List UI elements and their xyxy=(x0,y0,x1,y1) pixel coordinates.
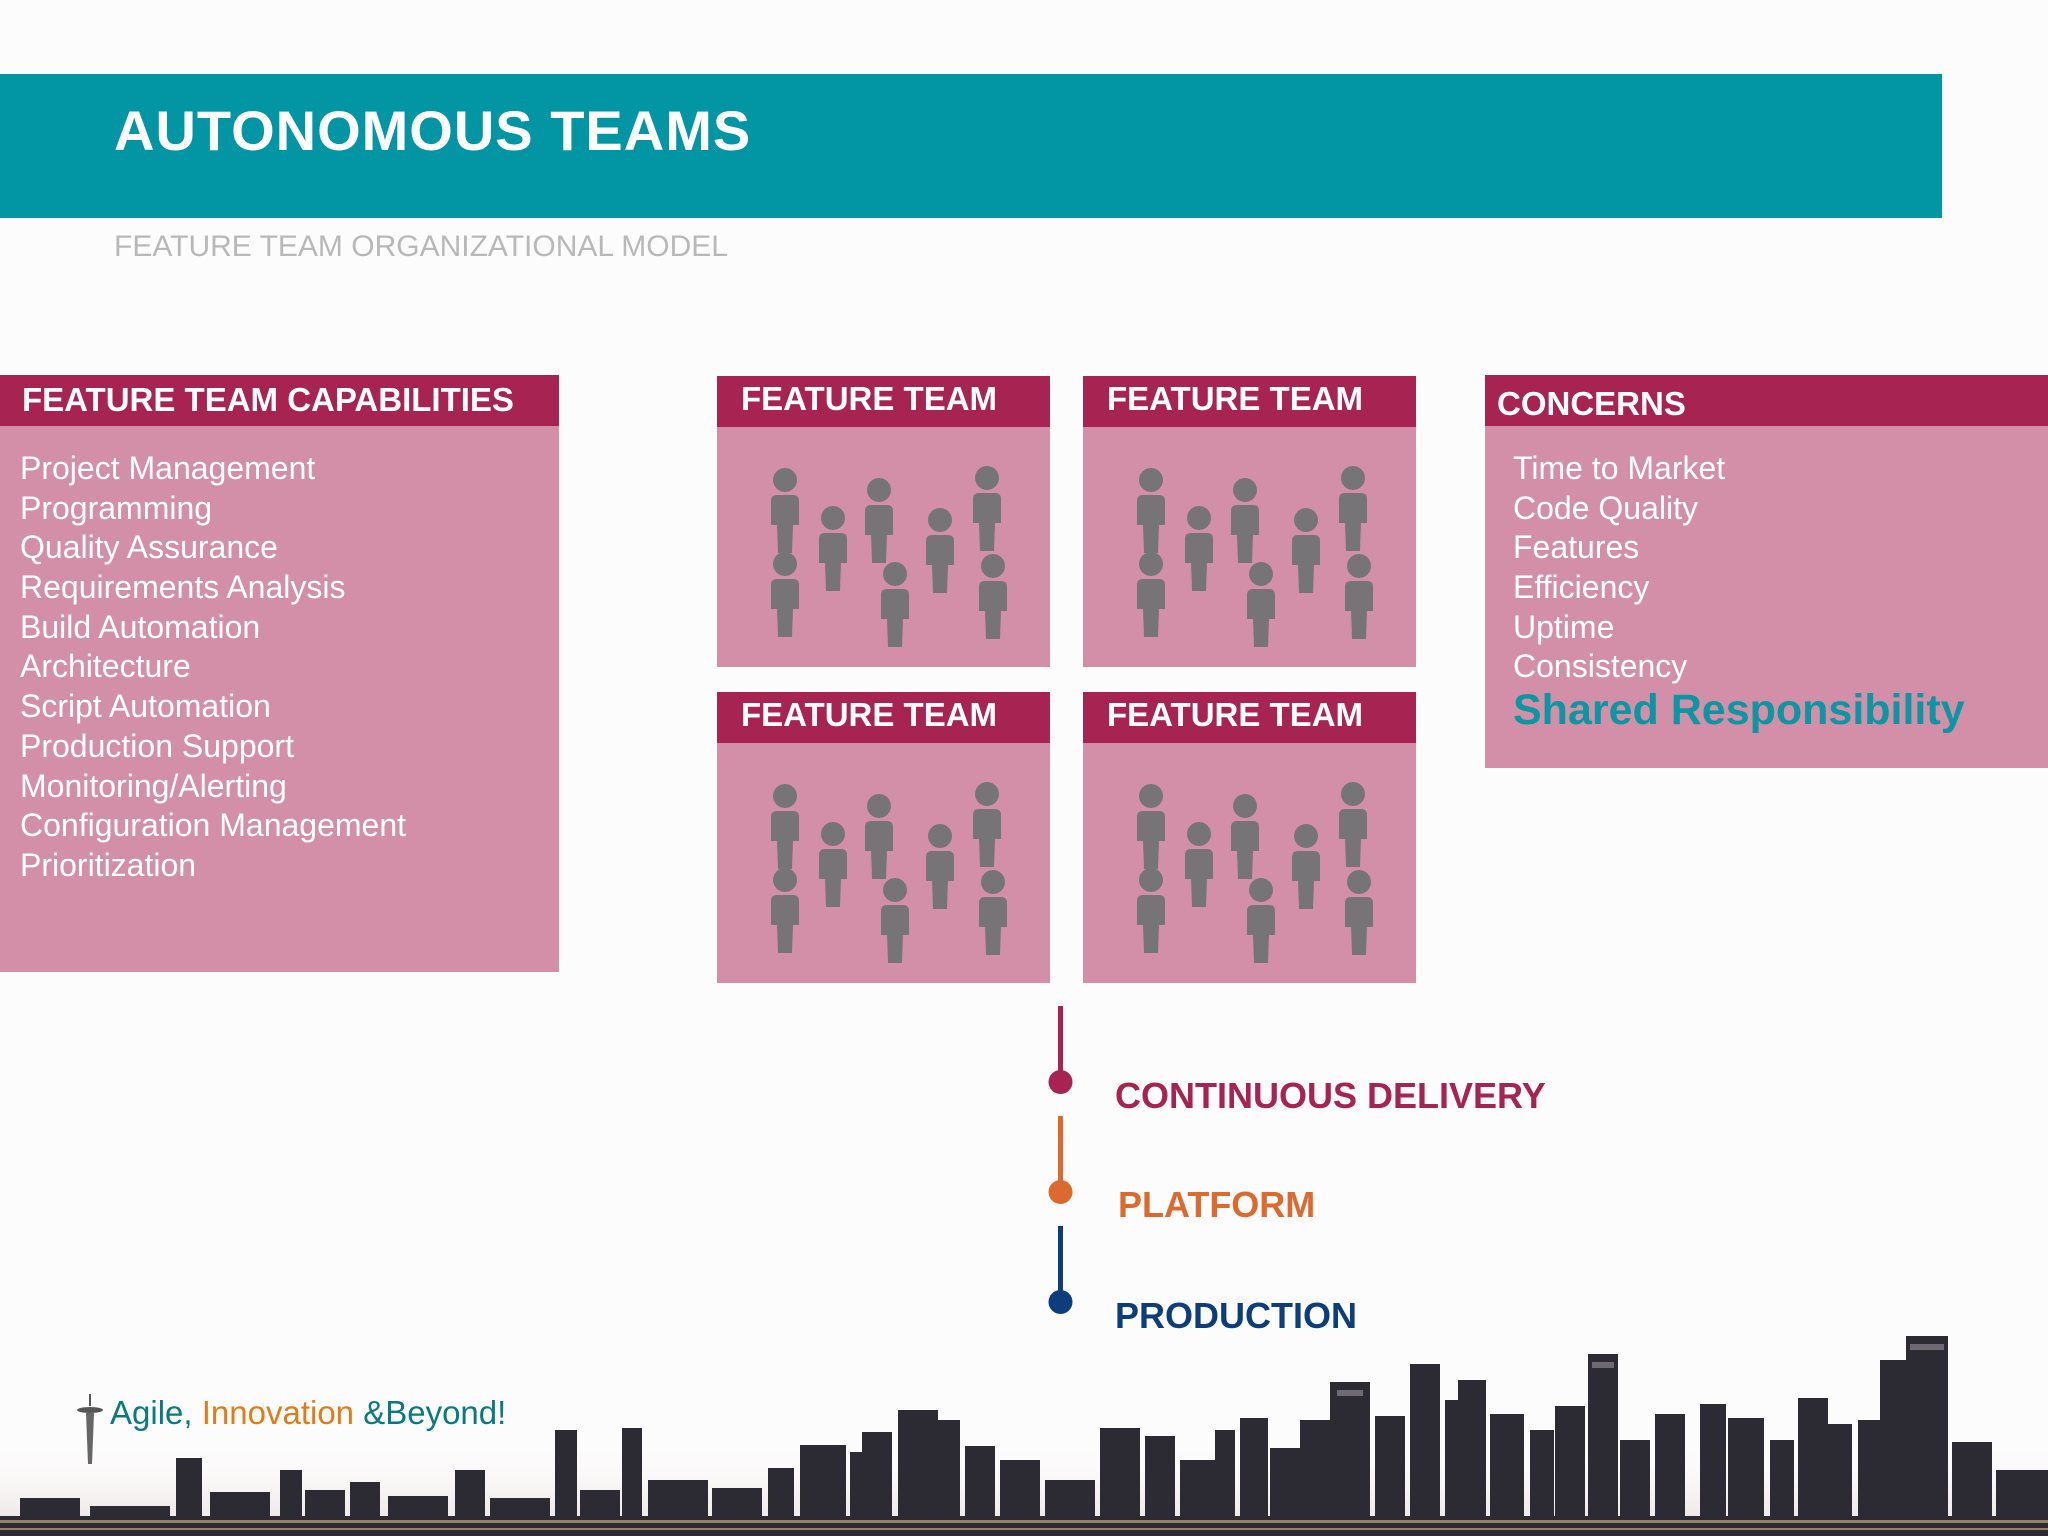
feature-team-header: FEATURE TEAM xyxy=(717,692,1050,743)
person-icon xyxy=(1345,554,1373,639)
pipeline-connector xyxy=(1048,1006,1073,1314)
feature-team-label: FEATURE TEAM xyxy=(741,380,998,417)
people-group-icon xyxy=(771,466,1007,647)
person-icon xyxy=(771,468,799,553)
concerns-heading: CONCERNS xyxy=(1497,385,1686,422)
concern-item: Consistency xyxy=(1513,648,1688,685)
pipeline-dot-delivery xyxy=(1048,1070,1073,1094)
tagline-ampersand: & xyxy=(363,1394,386,1431)
person-icon xyxy=(1292,508,1320,593)
capability-item: Configuration Management xyxy=(20,807,407,844)
person-icon xyxy=(1345,870,1373,955)
person-icon xyxy=(819,822,847,907)
capability-item: Project Management xyxy=(20,450,316,486)
capabilities-list: Project Management Programming Quality A… xyxy=(20,449,406,886)
capabilities-panel: FEATURE TEAM CAPABILITIES Project Manage… xyxy=(0,375,559,972)
person-icon xyxy=(865,794,893,879)
person-icon xyxy=(1185,506,1213,591)
feature-team-card: FEATURE TEAM xyxy=(717,376,1050,667)
person-icon xyxy=(1247,878,1275,963)
concerns-list: Time to Market Code Quality Features Eff… xyxy=(1513,449,1725,687)
capabilities-header: FEATURE TEAM CAPABILITIES xyxy=(0,375,559,426)
tagline-innovation: Innovation xyxy=(201,1394,355,1431)
capability-item: Monitoring/Alerting xyxy=(20,767,287,804)
title-band xyxy=(0,74,1942,218)
footer-tagline: Agile, Innovation &Beyond! xyxy=(110,1394,506,1432)
page-subtitle: FEATURE TEAM ORGANIZATIONAL MODEL xyxy=(114,230,728,263)
city-skyline-image xyxy=(0,1336,2048,1536)
person-icon xyxy=(865,478,893,563)
tagline-agile: Agile, xyxy=(110,1394,193,1431)
concern-item: Time to Market xyxy=(1513,450,1726,486)
person-icon xyxy=(819,506,847,591)
concern-item: Features xyxy=(1513,529,1640,566)
people-group-icon xyxy=(1137,782,1373,963)
capability-item: Architecture xyxy=(20,648,191,685)
person-icon xyxy=(1137,868,1165,953)
concerns-panel: CONCERNS Time to Market Code Quality Fea… xyxy=(1485,375,2048,768)
pipeline-stem-delivery xyxy=(1058,1006,1063,1076)
person-icon xyxy=(979,554,1007,639)
person-icon xyxy=(973,466,1001,551)
tagline-beyond: Beyond! xyxy=(385,1394,507,1431)
person-icon xyxy=(1137,784,1165,869)
concerns-header: CONCERNS xyxy=(1485,375,2048,426)
pipeline-stem-platform xyxy=(1058,1116,1063,1186)
person-icon xyxy=(771,552,799,637)
page-title: AUTONOMOUS TEAMS xyxy=(114,99,752,162)
person-icon xyxy=(1247,562,1275,647)
capability-item: Build Automation xyxy=(20,608,261,645)
capability-item: Requirements Analysis xyxy=(20,569,346,606)
feature-team-header: FEATURE TEAM xyxy=(1083,692,1416,743)
person-icon xyxy=(1339,466,1367,551)
person-icon xyxy=(1292,824,1320,909)
stage-continuous-delivery: CONTINUOUS DELIVERY xyxy=(1115,1075,1546,1116)
person-icon xyxy=(771,784,799,869)
pipeline-dot-production xyxy=(1048,1290,1073,1314)
person-icon xyxy=(1231,794,1259,879)
capability-item: Prioritization xyxy=(20,846,197,883)
feature-team-card: FEATURE TEAM xyxy=(1083,692,1416,983)
feature-team-card: FEATURE TEAM xyxy=(1083,376,1416,667)
person-icon xyxy=(973,782,1001,867)
capability-item: Quality Assurance xyxy=(20,529,278,566)
person-icon xyxy=(881,562,909,647)
feature-team-label: FEATURE TEAM xyxy=(1107,380,1364,417)
person-icon xyxy=(771,868,799,953)
concern-item: Code Quality xyxy=(1513,489,1698,526)
capability-item: Production Support xyxy=(20,727,294,764)
pipeline-dot-platform xyxy=(1048,1180,1073,1204)
person-icon xyxy=(881,878,909,963)
people-group-icon xyxy=(1137,466,1373,647)
feature-team-header: FEATURE TEAM xyxy=(717,376,1050,427)
feature-team-label: FEATURE TEAM xyxy=(1107,696,1364,733)
people-group-icon xyxy=(771,782,1007,963)
pipeline-stem-production xyxy=(1058,1226,1063,1296)
feature-team-header: FEATURE TEAM xyxy=(1083,376,1416,427)
stage-production: PRODUCTION xyxy=(1115,1295,1357,1336)
feature-team-label: FEATURE TEAM xyxy=(741,696,998,733)
concern-item: Uptime xyxy=(1513,608,1615,645)
capabilities-heading: FEATURE TEAM CAPABILITIES xyxy=(22,381,514,418)
person-icon xyxy=(1185,822,1213,907)
stage-platform: PLATFORM xyxy=(1118,1184,1316,1225)
person-icon xyxy=(926,508,954,593)
feature-team-card: FEATURE TEAM xyxy=(717,692,1050,983)
capability-item: Programming xyxy=(20,489,213,526)
shared-responsibility-text: Shared Responsibility xyxy=(1513,686,1965,734)
person-icon xyxy=(979,870,1007,955)
person-icon xyxy=(1137,468,1165,553)
concern-item: Efficiency xyxy=(1513,569,1650,606)
person-icon xyxy=(926,824,954,909)
person-icon xyxy=(1137,552,1165,637)
person-icon xyxy=(1339,782,1367,867)
person-icon xyxy=(1231,478,1259,563)
space-needle-icon xyxy=(77,1394,103,1464)
capability-item: Script Automation xyxy=(20,688,271,725)
